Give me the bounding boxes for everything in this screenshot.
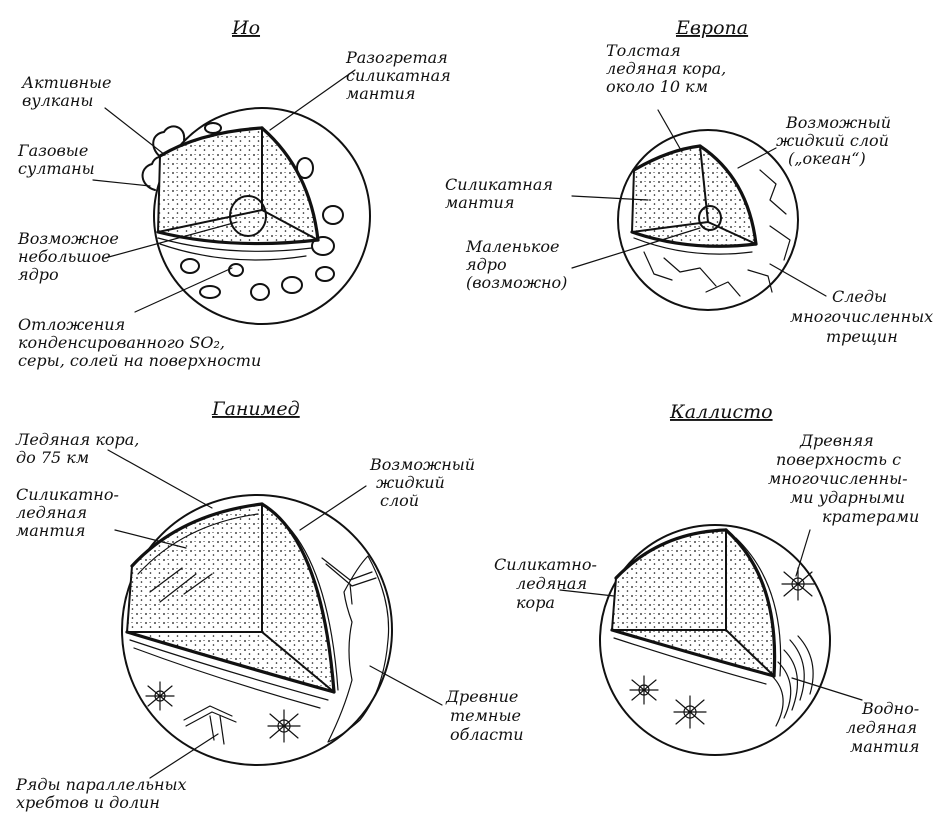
- ganymede-mantle-l3: мантия: [16, 521, 85, 540]
- ganymede-liquid-l1: Возможный: [369, 455, 475, 474]
- callisto-mantle-l2: ледяная: [846, 718, 917, 737]
- europa-label-ocean: Возможный жидкий слой („океан“): [776, 113, 891, 168]
- callisto-crust-l3: кора: [516, 593, 555, 612]
- callisto-surface-l4: ми ударными: [790, 488, 905, 507]
- io-mantle-l1: Разогретая: [345, 48, 448, 67]
- europa-label-crust: Толстая ледяная кора, около 10 км: [606, 41, 726, 96]
- io-deposits-l3: серы, солей на поверхности: [18, 351, 261, 370]
- europa-label-core: Маленькое ядро (возможно): [465, 237, 567, 292]
- ganymede-liquid-l3: слой: [380, 491, 419, 510]
- europa-label-mantle: Силикатная мантия: [445, 175, 553, 212]
- europa-cutaway: [632, 146, 756, 254]
- io-volcanoes-l1: Активные: [21, 73, 112, 92]
- io-label-volcanoes: Активные вулканы: [21, 73, 112, 110]
- europa-cracks-l3: трещин: [826, 327, 898, 346]
- io-label-core: Возможное небольшое ядро: [17, 229, 119, 284]
- europa-cracks-l2: многочисленных: [790, 307, 933, 326]
- ganymede-label-ridges: Ряды параллельных хребтов и долин: [15, 775, 187, 812]
- ganymede-crust-l2: до 75 км: [16, 448, 89, 467]
- io-core-l1: Возможное: [17, 229, 119, 248]
- io-cutaway: [158, 128, 318, 260]
- ganymede-crust-l1: Ледяная кора,: [15, 430, 139, 449]
- europa-crust-l3: около 10 км: [606, 77, 708, 96]
- europa-ocean-l3: („океан“): [788, 149, 866, 168]
- callisto-surface-l3: многочисленны-: [768, 469, 908, 488]
- europa-mantle-l2: мантия: [445, 193, 514, 212]
- callisto-label-mantle: Водно- ледяная мантия: [846, 699, 919, 756]
- ganymede-ridges-l1: Ряды параллельных: [15, 775, 187, 794]
- io-group: Ио: [17, 17, 451, 370]
- ganymede-mantle-l1: Силикатно-: [16, 485, 119, 504]
- europa-label-cracks: Следы многочисленных трещин: [790, 287, 933, 346]
- callisto-title: Каллисто: [669, 401, 773, 423]
- callisto-label-surface: Древняя поверхность с многочисленны- ми …: [768, 431, 919, 526]
- europa-group: Европа Т: [445, 17, 933, 346]
- io-label-mantle: Разогретая силикатная мантия: [345, 48, 451, 103]
- europa-mantle-l1: Силикатная: [445, 175, 553, 194]
- io-volcanoes-l2: вулканы: [22, 91, 93, 110]
- ganymede-ridges-l2: хребтов и долин: [16, 793, 160, 812]
- callisto-surface-l1: Древняя: [799, 431, 874, 450]
- ganymede-label-mantle: Силикатно- ледяная мантия: [16, 485, 119, 540]
- callisto-crust-l2: ледяная: [516, 574, 587, 593]
- europa-core-l2: ядро: [466, 255, 507, 274]
- ganymede-label-crust: Ледяная кора, до 75 км: [15, 430, 139, 467]
- io-mantle-l3: мантия: [346, 84, 415, 103]
- europa-crust-l1: Толстая: [606, 41, 681, 60]
- callisto-crust-l1: Силикатно-: [494, 555, 597, 574]
- ganymede-label-dark: Древние темные области: [445, 687, 524, 744]
- ganymede-label-liquid: Возможный жидкий слой: [369, 455, 475, 510]
- europa-cracks-l1: Следы: [832, 287, 887, 306]
- io-plumes-l1: Газовые: [17, 141, 88, 160]
- callisto-cutaway: [612, 530, 781, 684]
- io-mantle-l2: силикатная: [346, 66, 451, 85]
- io-title: Ио: [231, 17, 260, 39]
- ganymede-dark-l3: области: [450, 725, 524, 744]
- io-deposits-l1: Отложения: [18, 315, 125, 334]
- europa-core-l3: (возможно): [466, 273, 567, 292]
- ganymede-mantle-l2: ледяная: [16, 503, 87, 522]
- europa-core-l1: Маленькое: [465, 237, 559, 256]
- io-deposits-l2: конденсированного SO₂,: [18, 333, 225, 352]
- ganymede-group: Ганимед: [15, 398, 524, 812]
- europa-ocean-l1: Возможный: [785, 113, 891, 132]
- europa-ocean-l2: жидкий слой: [776, 131, 889, 150]
- callisto-label-crust: Силикатно- ледяная кора: [494, 555, 597, 612]
- io-label-plumes: Газовые султаны: [17, 141, 95, 178]
- ganymede-cutaway: [127, 504, 338, 708]
- ganymede-dark-l2: темные: [450, 706, 521, 725]
- callisto-surface-l5: кратерами: [822, 507, 919, 526]
- callisto-surface-l2: поверхность с: [776, 450, 901, 469]
- callisto-mantle-l3: мантия: [850, 737, 919, 756]
- ganymede-liquid-l2: жидкий: [376, 473, 445, 492]
- europa-title: Европа: [675, 17, 748, 39]
- callisto-mantle-l1: Водно-: [861, 699, 919, 718]
- io-core-l2: небольшое: [18, 247, 111, 266]
- callisto-group: Каллисто: [494, 401, 919, 756]
- ganymede-dark-l1: Древние: [445, 687, 518, 706]
- io-plumes-l2: султаны: [18, 159, 95, 178]
- callisto-terrain-lines: [772, 636, 813, 726]
- io-label-deposits: Отложения конденсированного SO₂, серы, с…: [18, 315, 261, 370]
- ganymede-title: Ганимед: [211, 398, 300, 420]
- io-core-l3: ядро: [18, 265, 59, 284]
- europa-crust-l2: ледяная кора,: [606, 59, 726, 78]
